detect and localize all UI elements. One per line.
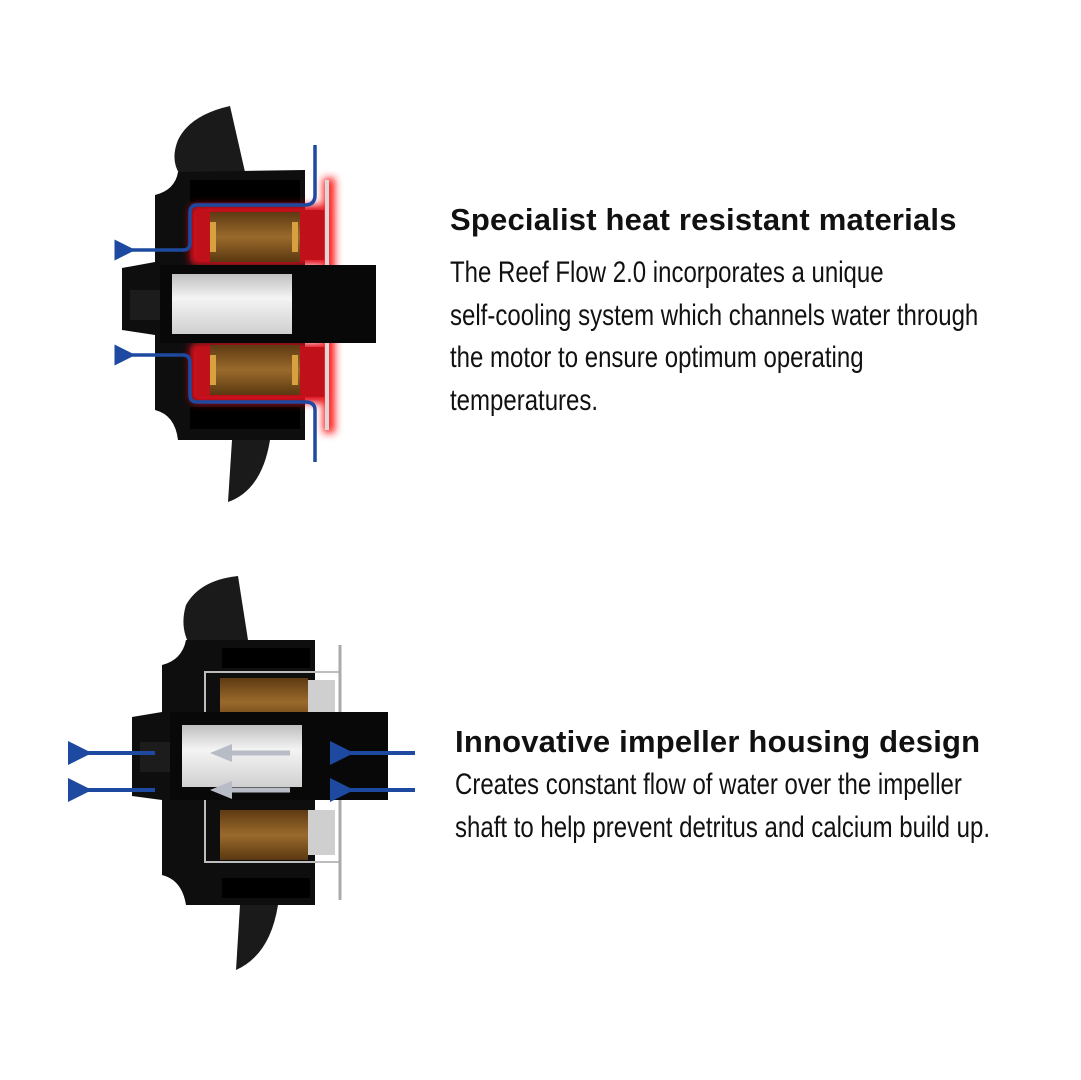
description-line: the motor to ensure optimum operating	[450, 341, 864, 374]
impeller-fin-bottom	[228, 440, 270, 502]
coil-bottom	[220, 810, 308, 860]
impeller-fin-top	[174, 106, 245, 175]
description-line: shaft to help prevent detritus and calci…	[455, 810, 990, 844]
section-description: The Reef Flow 2.0 incorporates a unique …	[450, 252, 978, 422]
section-description: Creates constant flow of water over the …	[455, 764, 990, 849]
coil-bottom	[210, 345, 300, 395]
internal-flow-arrows	[210, 744, 290, 799]
coil-top	[210, 212, 300, 262]
description-line: temperatures.	[450, 383, 599, 417]
ceramic-shaft	[172, 274, 292, 334]
description-line: self-cooling system which channels water…	[450, 298, 979, 332]
water-flow-top	[114, 145, 317, 261]
ceramic-shaft	[182, 725, 302, 787]
impeller-fin-top	[183, 576, 248, 642]
impeller-fin-bottom	[236, 905, 278, 970]
water-flow-bottom	[114, 344, 317, 462]
motor-cooling-diagram	[114, 106, 376, 502]
description-line: Creates constant flow of water over the …	[455, 768, 962, 801]
section-title: Innovative impeller housing design	[455, 724, 981, 759]
water-flow-arrows	[68, 741, 415, 802]
description-line: The Reef Flow 2.0 incorporates a unique	[450, 256, 884, 289]
impeller-housing-diagram	[68, 576, 415, 970]
section-title: Specialist heat resistant materials	[450, 202, 957, 237]
